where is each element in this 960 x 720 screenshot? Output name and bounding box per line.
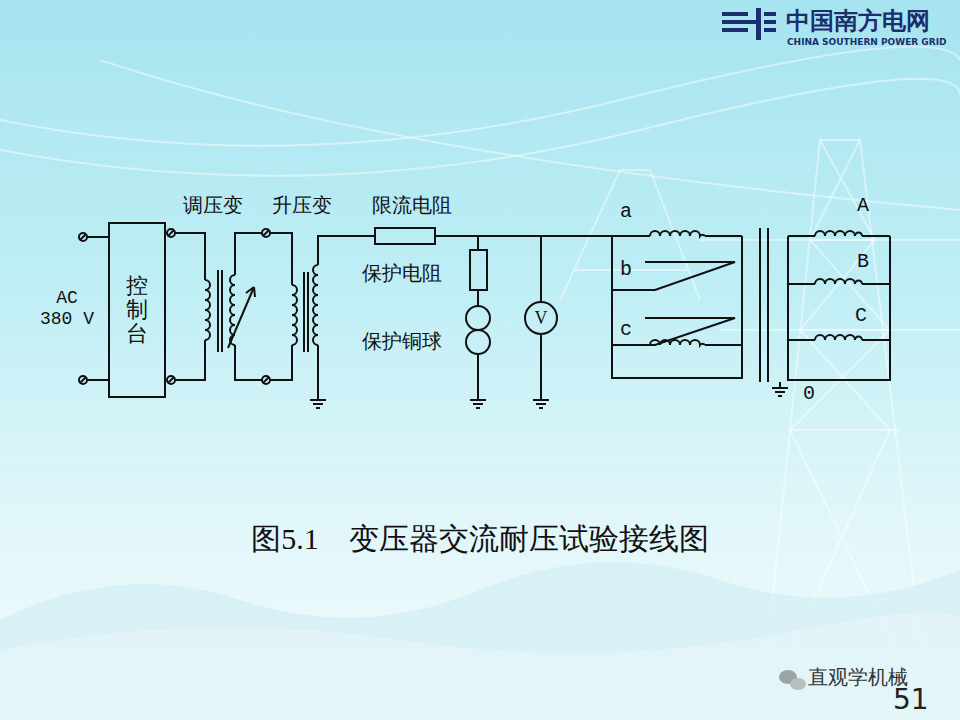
logo-text: 中国南方电网 [786, 8, 930, 36]
control-console: 控制台 [108, 222, 166, 398]
component-label: 保护电阻 [362, 262, 442, 285]
supply-label: AC 380 V [36, 288, 98, 329]
terminal-label: 0 [803, 382, 815, 405]
terminal-label: c [620, 318, 632, 341]
figure-caption: 图5.1 变压器交流耐压试验接线图 [0, 522, 960, 557]
logo-subtext: CHINA SOUTHERN POWER GRID [787, 37, 947, 47]
component-label: 调压变 [183, 194, 243, 217]
terminal-label: B [857, 250, 869, 273]
component-label: 保护铜球 [362, 330, 442, 353]
terminal-label: C [855, 304, 867, 327]
page-number: 51 [893, 684, 929, 716]
terminal-label: a [620, 200, 632, 223]
voltmeter-symbol: V [524, 301, 558, 335]
terminal-label: A [857, 194, 869, 217]
terminal-label: b [620, 258, 632, 281]
component-label: 限流电阻 [372, 194, 452, 217]
component-label: 升压变 [272, 194, 332, 217]
vertical-label: 控制台 [126, 274, 148, 347]
meter-letter: V [535, 309, 548, 327]
